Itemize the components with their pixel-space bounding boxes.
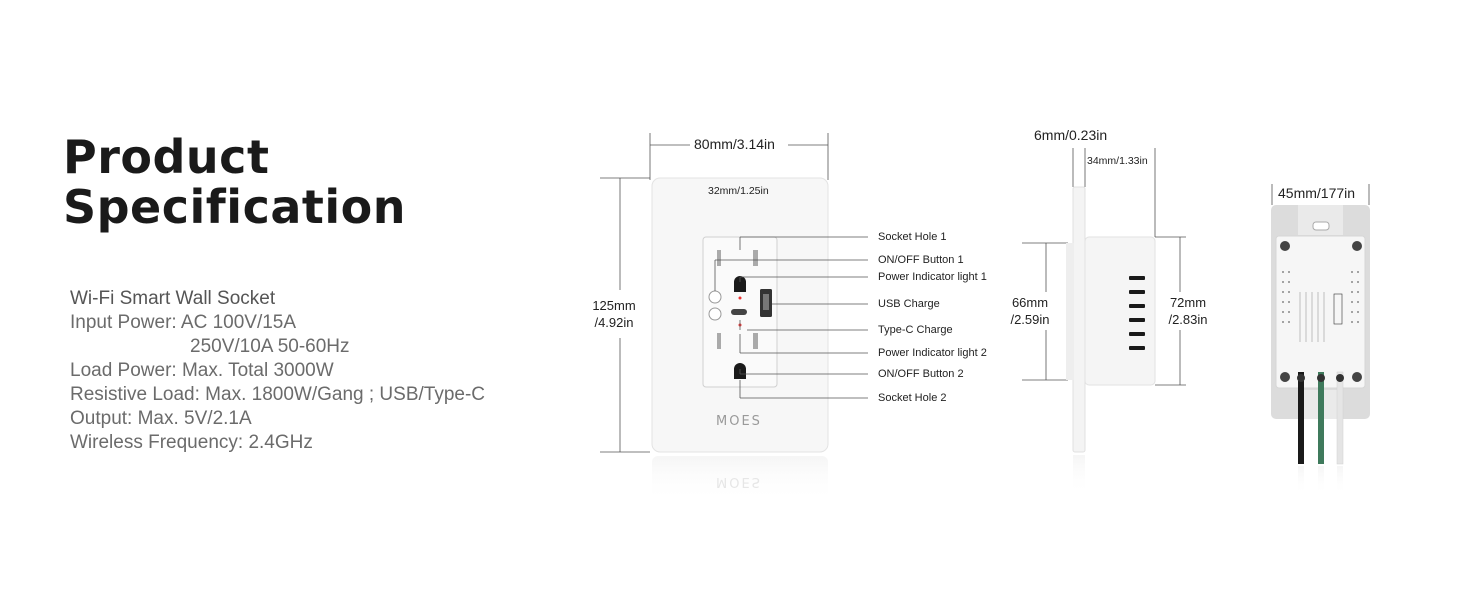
left-height-label: 66mm /2.59in (1000, 294, 1060, 328)
spec-output: Output: Max. 5V/2.1A (70, 408, 252, 429)
callout-socket-hole-2: Socket Hole 2 (878, 392, 947, 404)
callout-type-c-charge: Type-C Charge (878, 324, 953, 336)
wire-line (1298, 372, 1304, 464)
title-line-2: Specification (63, 180, 406, 234)
callout-usb-charge: USB Charge (878, 298, 940, 310)
moes-logo-reflection: MOES (716, 474, 762, 489)
right-height-label: 72mm /2.83in (1158, 294, 1218, 328)
right-height-in: /2.83in (1168, 312, 1208, 327)
side-flange (1066, 243, 1074, 380)
spec-resistive-load: Resistive Load: Max. 1800W/Gang ; USB/Ty… (70, 384, 486, 405)
back-wires (1297, 371, 1344, 496)
callout-power-indicator-2: Power Indicator light 2 (878, 347, 987, 359)
right-height-mm: 72mm (1169, 295, 1207, 310)
type-c-port (731, 309, 747, 315)
spec-wireless: Wireless Frequency: 2.4GHz (70, 432, 313, 453)
wire-neutral (1336, 371, 1344, 465)
wire-ground (1318, 372, 1324, 464)
spec-input-power-2: 250V/10A 50-60Hz (190, 336, 350, 357)
callout-onoff-button-2: ON/OFF Button 2 (878, 368, 964, 380)
front-plate-reflection (652, 456, 828, 502)
receptacle-details (708, 250, 772, 379)
page-title: Product Specification (63, 132, 406, 232)
slot-2a (717, 333, 721, 349)
back-top-slot (1312, 221, 1330, 231)
left-height-in: /2.59in (1010, 312, 1050, 327)
title-line-1: Product (63, 130, 270, 184)
front-width-label: 80mm/3.14in (694, 136, 775, 152)
button-2 (708, 307, 722, 321)
slot-2b (753, 333, 758, 349)
usb-port-inner (763, 294, 769, 310)
back-view-dims (1271, 184, 1370, 205)
spec-input-power: Input Power: AC 100V/15A (70, 312, 297, 333)
left-height-mm: 66mm (1011, 295, 1049, 310)
moes-logo: MOES (716, 414, 762, 429)
front-height-in: /4.92in (594, 315, 634, 330)
spec-heading: Wi-Fi Smart Wall Socket (70, 288, 276, 309)
indicator-1 (738, 296, 742, 300)
plate-thickness-label: 6mm/0.23in (1034, 127, 1108, 143)
side-body (1084, 236, 1156, 386)
back-vent-dots (1282, 271, 1359, 323)
callout-lines (714, 236, 868, 399)
button-1 (708, 290, 722, 304)
front-height-mm: 125mm (592, 298, 636, 313)
side-plate-reflection (1073, 455, 1085, 495)
back-screws (1280, 241, 1362, 382)
callout-onoff-button-1: ON/OFF Button 1 (878, 254, 964, 266)
spec-load-power: Load Power: Max. Total 3000W (70, 360, 334, 381)
callout-socket-hole-1: Socket Hole 1 (878, 231, 947, 243)
spec-list: Wi-Fi Smart Wall Socket Input Power: AC … (70, 287, 485, 455)
side-plate (1072, 186, 1086, 453)
back-width-label: 45mm/177in (1278, 185, 1356, 201)
ground-hole-1 (734, 276, 746, 292)
side-vents (1129, 276, 1145, 350)
side-view-dims (1022, 148, 1186, 386)
slot-1b (753, 250, 758, 266)
callout-power-indicator-1: Power Indicator light 1 (878, 271, 987, 283)
inner-width-label: 32mm/1.25in (708, 185, 769, 197)
depth-label: 34mm/1.33in (1087, 155, 1148, 167)
back-label-marks (1299, 292, 1343, 342)
front-height-label: 125mm /4.92in (584, 297, 644, 331)
slot-1a (717, 250, 721, 266)
